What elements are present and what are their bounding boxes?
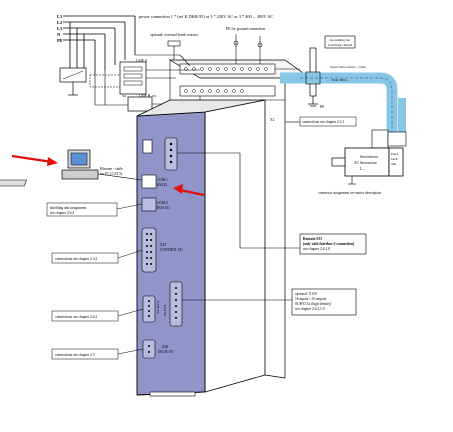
break-resistor: optional: external break resistor [150,33,199,60]
x6-connector [169,281,183,327]
line-l1: L1 [57,14,63,19]
callout-2-4-2: connections see chapter 2.4.2 [51,308,144,322]
connections-2-3-2: connections see chapter 2.3.2 [55,257,97,261]
com1-port [141,174,157,189]
drive-front-panel: COM 1 RS232 COM 2 BUS I/O X10 CONTROL I/… [136,99,266,396]
x6-label: X6 EXT [163,303,167,316]
line-n: N [57,32,61,37]
line-pe: PE [57,38,63,43]
line-l3: L3 [57,26,63,31]
pe-ground-small: PE [320,105,325,109]
lmf-b-label: LMF B [139,94,151,98]
servomotor-type: AC Servomotor [354,161,378,165]
lmf-a-label: LMF A [136,59,148,63]
grounding-bar-label-2: switching cabinet [328,43,353,47]
red-arrows [11,154,205,197]
callout-shielding: shielding and assignment see chapter 2.6… [46,202,143,217]
shielding-line-2: see chapter 2.6.2 [50,211,74,215]
ethernet-label-1: Ethernet - cable [100,167,123,171]
x3-connector [142,295,156,323]
feedback-2: back [391,157,398,161]
connections-2-5: connections see chapter 2.5 [55,353,95,357]
x150-line-1: optional: X150 [295,292,317,296]
motor-cable-label: Servo/drive motor - cable [330,65,366,69]
drive-housing [168,59,312,393]
x40-label-line2: INC/R I/O [158,350,174,354]
callout-x150: optional: X150 16 inputs / 16 outputs SU… [182,288,357,316]
eoc-label: EOC B00... [332,78,348,82]
terminal-screws-lower [184,89,244,93]
x40-label-line1: X40 [162,345,168,349]
contactor-block: LMF A LMF B X4 X5 [89,59,157,112]
housing-base [136,391,206,397]
x40-connector [142,339,156,359]
x150-line-3: SUB-D 3x (high density) [295,302,332,306]
connections-2-2-1: connections see chapter 2.2.1 [302,120,344,124]
x2-callout: X2 connections see chapter 2.2.1 [270,116,357,127]
x1-label-line1: COM 1 [157,178,168,182]
x2-label-line2: BUS I/O [157,206,170,210]
grounding-bar-label-1: Grounding bar [330,38,351,42]
x1-label-line2: RS232 [157,183,167,187]
x2-connector-label: X2 [270,118,275,122]
power-bus: L1 L2 L3 N PE [57,14,136,75]
callout-remote-io: Remote I/O (only with Interbus S connect… [177,152,367,255]
remote-io-chap: see chapter 2.6.2.0 [303,247,330,251]
x150-line-2: 16 inputs / 16 outputs [295,297,327,301]
feedback-1: Feed- [391,152,399,156]
com2-port [141,197,157,212]
line-l2: L2 [57,20,63,25]
shielding-line-1: shielding and assignment [50,206,86,210]
motor-cable: Servo/drive motor - cable EOC B00... [280,65,406,142]
x10-connector [141,227,157,273]
servomotor-l: L... [360,167,365,171]
feedback-3: unit [391,162,396,166]
x3-label: X3 SLOT [156,300,160,314]
x5-label: X5 [152,94,157,98]
remote-io-sub: (only with Interbus S connection) [303,242,355,246]
pc-computer [0,149,143,187]
servomotor: Servo/motor AC Servomotor L... Feed- bac… [318,129,407,195]
servomotor-name: Servo/motor [360,155,379,159]
x2-label-line1: COM 2 [157,201,168,205]
x10-label-line2: CONTROL I/O [160,248,183,252]
ethernet-label-2: for PC (CAT 5) [100,172,123,176]
motor-connection-desc: connector assignment see motor descripti… [318,191,381,195]
x10-label-line1: X10 [160,243,166,247]
terminal-screws [184,67,268,71]
x4-label: X4 [122,94,127,98]
line-filter [59,67,87,96]
callout-2-3-2: connections see chapter 2.3.2 [51,249,143,264]
x1-connector [164,137,178,171]
external-break-label: optional: external break resistor [150,33,199,37]
x150-line-4: see chapter 2.6.2.1.0 [295,307,325,311]
top-title: power connection 1 * (ref K DKR/35) or 3… [139,14,273,19]
remote-io-title: Remote I/O [303,237,322,241]
connections-2-4-2: connections see chapter 2.4.2 [55,315,97,319]
pe-ground-title: PE for ground connection [226,27,265,31]
ground-symbols [233,34,263,48]
x1-indicator [142,139,153,154]
callout-2-5: connections see chapter 2.5 [51,348,144,360]
